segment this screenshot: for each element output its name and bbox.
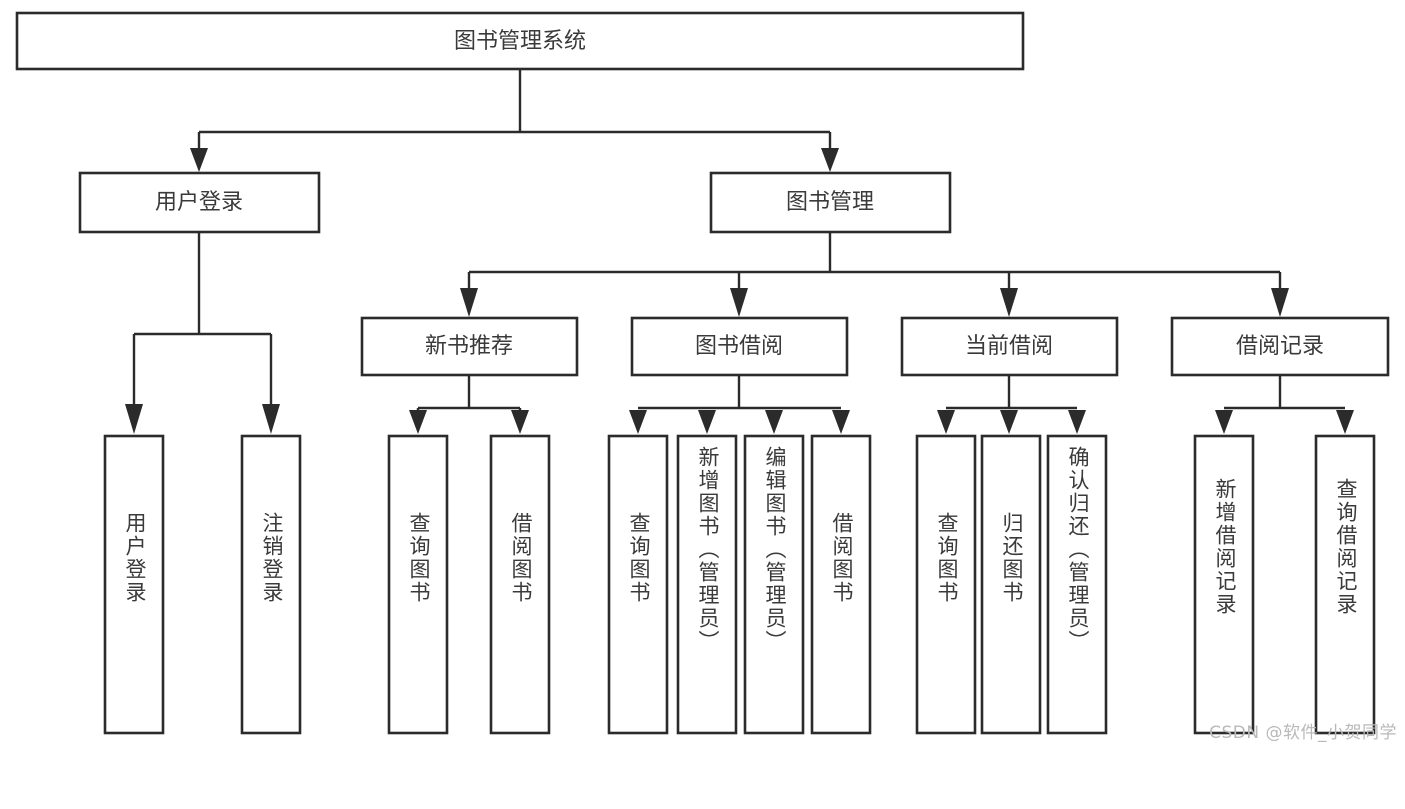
node-leaf-box[interactable] [1193, 434, 1255, 735]
node-borrow-record-box[interactable] [1170, 316, 1390, 377]
node-new-book-label: 新书推荐 [425, 334, 513, 359]
node-layer: 图书管理系统 用户登录 图书管理 新书推荐 图书借阅 当前借阅 借阅记录 [15, 11, 1390, 735]
arrow-head-icon [190, 148, 208, 172]
arrow-head-icon [832, 410, 850, 434]
node-book-mgmt-label: 图书管理 [786, 190, 874, 215]
arrow-head-icon [698, 410, 716, 434]
node-leaf-box[interactable] [240, 434, 302, 735]
node-leaf-box[interactable] [810, 434, 872, 735]
node-user-login-label: 用户登录 [155, 190, 243, 215]
flowchart-canvas: 图书管理系统 用户登录 图书管理 新书推荐 图书借阅 当前借阅 借阅记录 [15, 11, 1390, 735]
node-root-box[interactable] [15, 11, 1025, 71]
arrow-head-icon [511, 410, 529, 434]
node-current-borrow-label: 当前借阅 [965, 334, 1053, 359]
node-leaf-box[interactable] [676, 434, 738, 735]
arrow-head-icon [1215, 410, 1233, 434]
node-root-label: 图书管理系统 [454, 29, 586, 54]
node-leaf-box[interactable] [1046, 434, 1108, 735]
arrow-head-icon [262, 404, 280, 434]
node-user-login-box[interactable] [78, 171, 321, 234]
flowchart-diagram: 图书管理系统 用户登录 图书管理 新书推荐 图书借阅 当前借阅 借阅记录 [15, 11, 1397, 743]
node-leaf-box[interactable] [1314, 434, 1376, 735]
node-borrow-record-label: 借阅记录 [1236, 334, 1324, 359]
arrow-head-icon [460, 288, 478, 317]
arrow-head-icon [1068, 410, 1086, 434]
arrow-head-icon [1000, 410, 1018, 434]
node-leaf-box[interactable] [387, 434, 449, 735]
node-leaf-box[interactable] [607, 434, 669, 735]
arrow-head-icon [1336, 410, 1354, 434]
node-leaf-box[interactable] [915, 434, 977, 735]
node-new-book-box[interactable] [360, 316, 579, 377]
arrow-head-icon [1271, 288, 1289, 317]
arrow-head-icon [125, 404, 143, 434]
node-borrow-book-label: 图书借阅 [695, 334, 783, 359]
node-leaf-box[interactable] [743, 434, 805, 735]
arrow-head-icon [765, 410, 783, 434]
arrow-head-icon [1000, 288, 1018, 317]
node-book-mgmt-box[interactable] [709, 171, 952, 234]
arrow-head-icon [409, 410, 427, 434]
node-leaf-box[interactable] [489, 434, 551, 735]
node-borrow-book-box[interactable] [630, 316, 849, 377]
watermark-text: CSDN @软件_小贺同学 [1209, 723, 1397, 743]
node-current-borrow-box[interactable] [900, 316, 1119, 377]
node-leaf-box[interactable] [980, 434, 1042, 735]
arrow-head-icon [629, 410, 647, 434]
node-leaf-box[interactable] [103, 434, 165, 735]
arrow-head-icon [821, 148, 839, 172]
connector-layer [125, 69, 1354, 434]
arrow-head-icon [937, 410, 955, 434]
arrow-head-icon [730, 288, 748, 317]
